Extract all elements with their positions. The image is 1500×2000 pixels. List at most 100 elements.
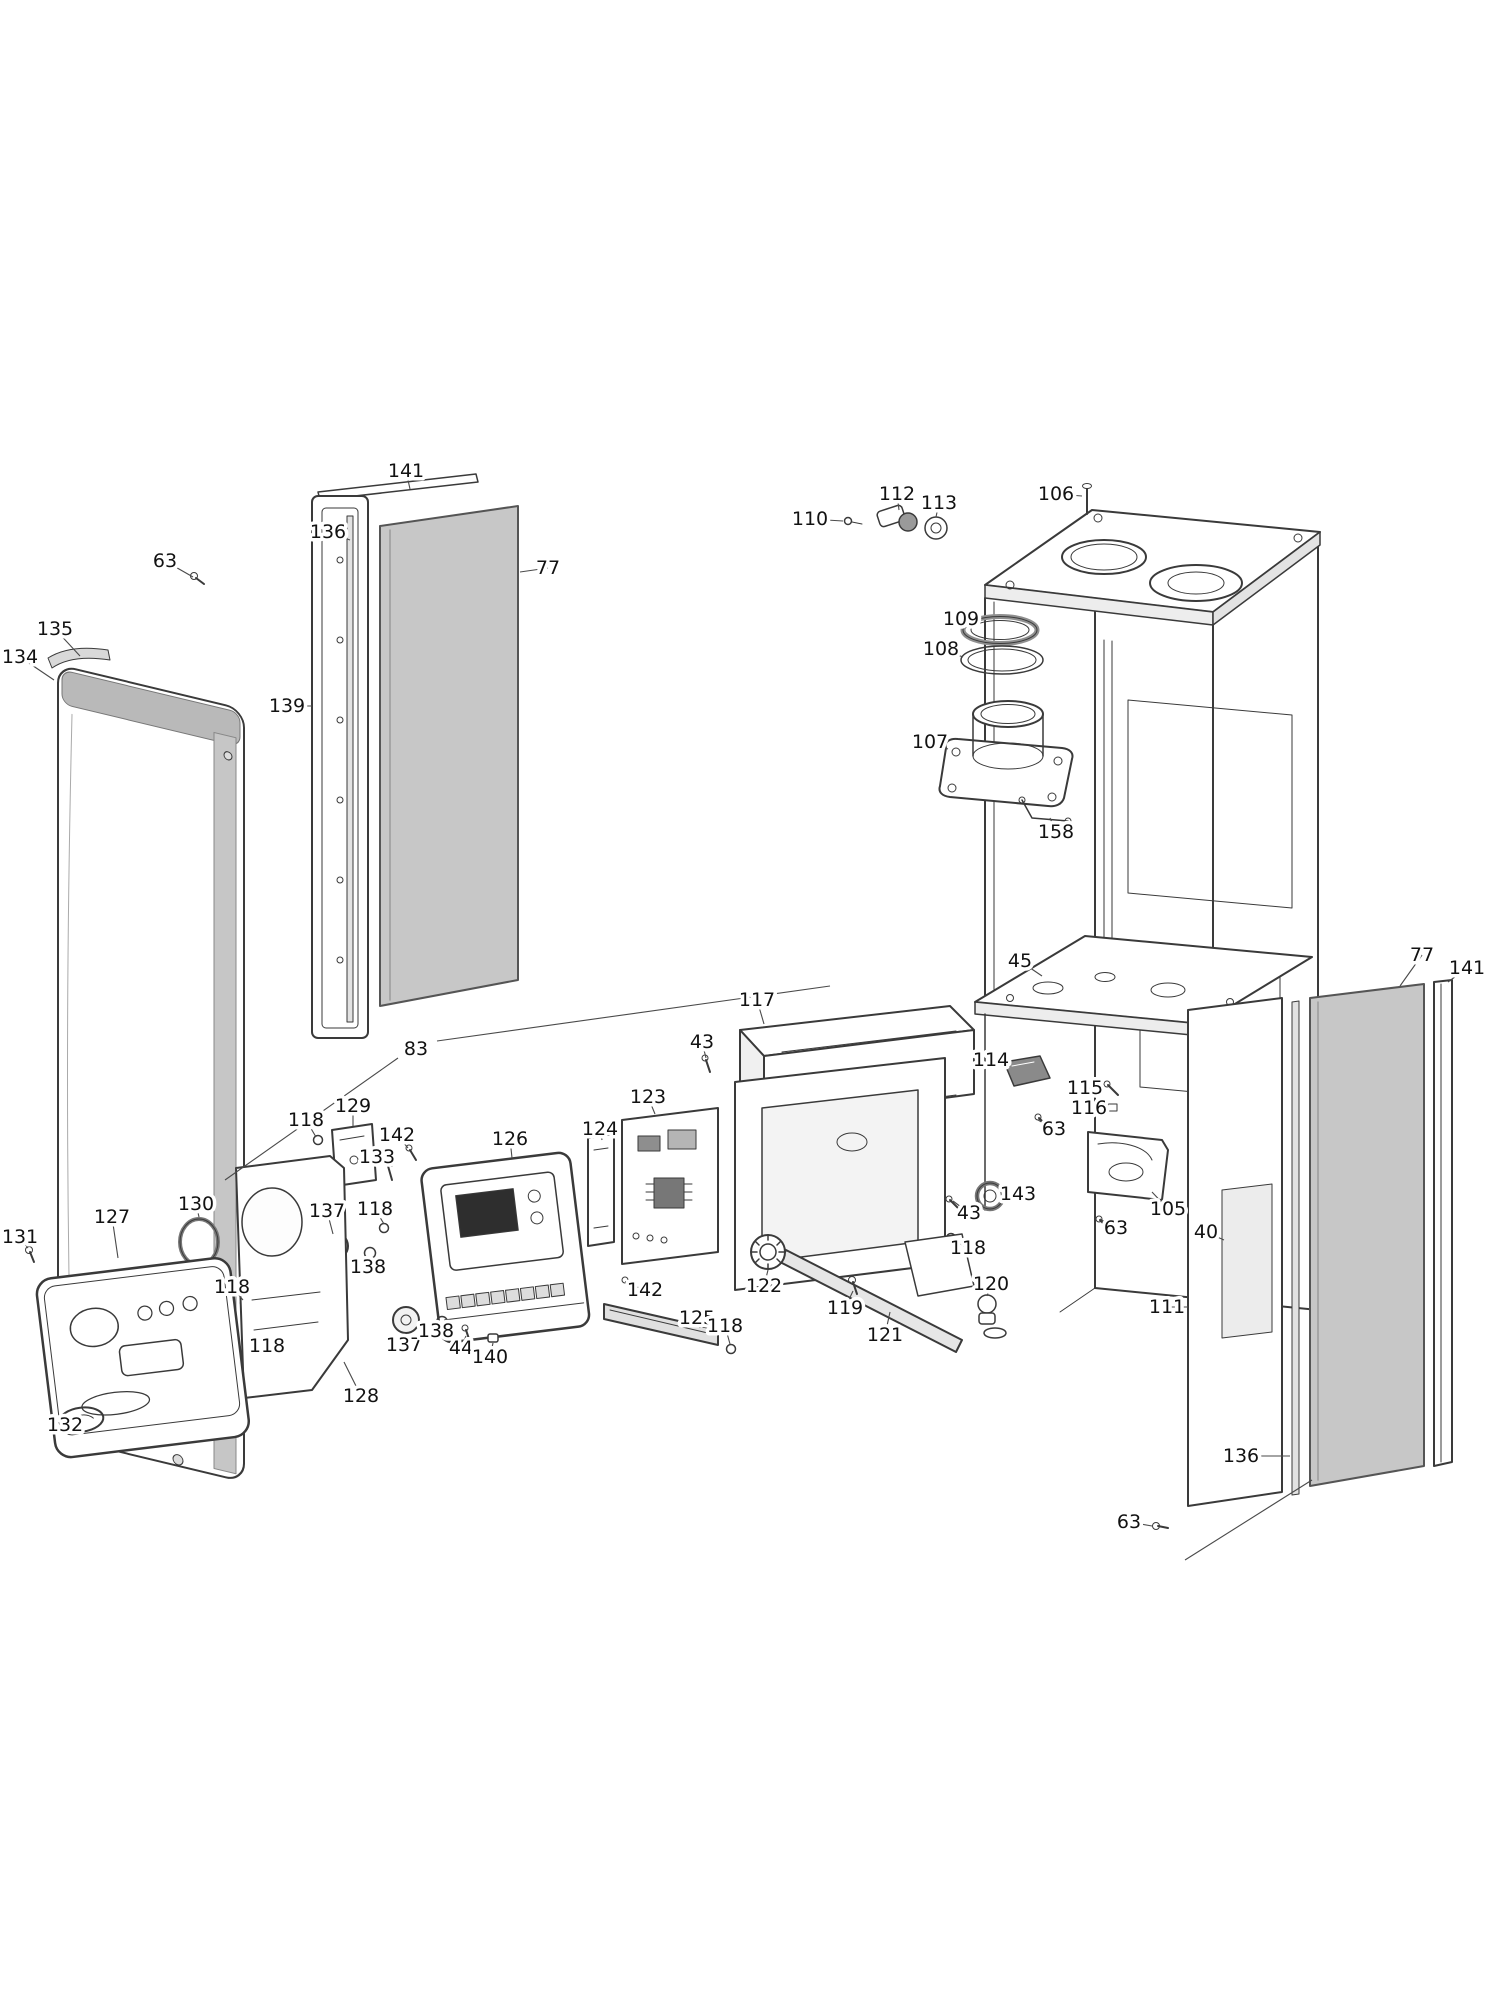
bracket-158 xyxy=(1018,796,1072,825)
part-label-123: 123 xyxy=(630,1086,666,1108)
leader-line-63 xyxy=(1099,1218,1117,1229)
leader-line-136 xyxy=(327,531,351,541)
part-label-118: 118 xyxy=(249,1335,285,1357)
leader-line-137 xyxy=(326,1210,334,1235)
part-label-118: 118 xyxy=(357,1198,393,1220)
guide-line xyxy=(224,1057,399,1181)
clip-118-a xyxy=(312,1134,324,1146)
part-label-110: 110 xyxy=(792,508,828,530)
screw-106 xyxy=(1082,483,1092,515)
part-label-63: 63 xyxy=(1042,1118,1066,1140)
flue-sensor-112 xyxy=(876,504,918,532)
side-frame-right-141 xyxy=(1433,979,1453,1467)
clip-114 xyxy=(1003,1055,1051,1087)
leader-line-140 xyxy=(489,1342,494,1358)
part-label-137: 137 xyxy=(386,1334,422,1356)
part-label-108: 108 xyxy=(923,638,959,660)
screw-115 xyxy=(1103,1080,1119,1096)
leader-line-117 xyxy=(756,999,765,1025)
leader-line-121 xyxy=(884,1311,891,1336)
leader-line-113 xyxy=(935,502,940,518)
logo-badge-132 xyxy=(58,1406,105,1433)
leader-line-138 xyxy=(367,1257,371,1268)
leader-line-118 xyxy=(724,1325,731,1345)
leader-line-63 xyxy=(164,560,194,578)
screw-142-b xyxy=(621,1276,635,1291)
part-label-126: 126 xyxy=(492,1128,528,1150)
screw-119 xyxy=(848,1276,858,1295)
leader-line-114 xyxy=(990,1059,1011,1067)
sticker-40 xyxy=(1221,1183,1273,1339)
part-label-128: 128 xyxy=(343,1385,379,1407)
screw-63-bottom-right xyxy=(1152,1522,1169,1530)
screw-63-top-left xyxy=(190,572,205,585)
leader-line-118 xyxy=(374,1208,385,1225)
gasket-136-left xyxy=(346,515,354,1023)
inner-panel-111 xyxy=(1187,997,1283,1507)
clip-118-b xyxy=(378,1222,390,1234)
leader-line-141 xyxy=(405,470,411,490)
knob-122 xyxy=(750,1234,786,1270)
control-panel-127 xyxy=(35,1257,251,1459)
bracket-124 xyxy=(587,1133,615,1247)
part-label-141: 141 xyxy=(388,460,424,482)
leader-line-120 xyxy=(986,1283,992,1297)
control-housing-126 xyxy=(420,1151,591,1344)
part-label-77: 77 xyxy=(536,557,560,579)
screw-131 xyxy=(25,1246,35,1263)
part-label-134: 134 xyxy=(2,646,38,668)
part-label-44: 44 xyxy=(449,1337,473,1359)
gasket-136-right xyxy=(1291,1000,1300,1496)
leader-line-142 xyxy=(396,1134,409,1149)
bracket-105 xyxy=(1087,1131,1169,1201)
part-label-131: 131 xyxy=(2,1226,38,1248)
part-label-77: 77 xyxy=(1410,944,1434,966)
leader-line-63 xyxy=(1037,1119,1055,1130)
leader-line-135 xyxy=(54,628,81,657)
glass-panel-left-77 xyxy=(379,505,519,1007)
bar-125 xyxy=(603,1303,719,1346)
leader-line-133 xyxy=(376,1156,388,1167)
glass-panel-right-77 xyxy=(1309,983,1425,1487)
guide-line xyxy=(436,985,831,1042)
part-label-124: 124 xyxy=(582,1118,618,1140)
grommet-113 xyxy=(924,516,948,540)
leader-line-118 xyxy=(952,1239,969,1249)
part-label-116: 116 xyxy=(1071,1097,1107,1119)
part-label-114: 114 xyxy=(973,1049,1009,1071)
part-label-129: 129 xyxy=(335,1095,371,1117)
part-label-138: 138 xyxy=(418,1320,454,1342)
part-label-120: 120 xyxy=(973,1273,1009,1295)
leader-line-45 xyxy=(1019,960,1043,977)
part-label-136: 136 xyxy=(1223,1445,1259,1467)
leader-line-109 xyxy=(960,618,966,629)
part-label-122: 122 xyxy=(746,1275,782,1297)
leader-line-122 xyxy=(763,1269,769,1287)
flue-ring-109 xyxy=(960,614,1040,646)
leader-line-131 xyxy=(19,1236,29,1249)
leader-line-43 xyxy=(701,1041,707,1059)
leader-line-119 xyxy=(844,1290,854,1309)
screw-44 xyxy=(461,1324,471,1343)
side-frame-left-139 xyxy=(311,473,479,1039)
part-label-133: 133 xyxy=(359,1146,395,1168)
leader-line-128 xyxy=(343,1361,362,1397)
leader-line-63 xyxy=(1128,1521,1153,1527)
leader-line-112 xyxy=(896,493,900,511)
part-label-115: 115 xyxy=(1067,1077,1103,1099)
part-label-83: 83 xyxy=(404,1038,428,1060)
part-label-127: 127 xyxy=(94,1206,130,1228)
knob-137-b xyxy=(392,1306,420,1334)
part-label-118: 118 xyxy=(950,1237,986,1259)
leader-line-137 xyxy=(403,1333,407,1346)
grommet-143 xyxy=(974,1180,1006,1212)
part-label-138: 138 xyxy=(350,1256,386,1278)
leader-line-77 xyxy=(519,567,549,573)
screw-63-lower xyxy=(1095,1215,1109,1229)
guide-lines xyxy=(224,985,1313,1561)
leader-line-107 xyxy=(929,741,949,750)
leader-line-123 xyxy=(647,1096,656,1115)
leader-line-124 xyxy=(599,1128,603,1141)
